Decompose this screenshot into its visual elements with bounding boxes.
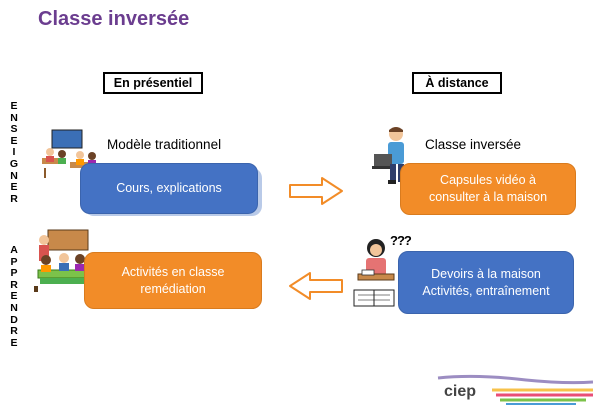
box-cours-explications: Cours, explications <box>80 163 258 214</box>
box-line: consulter à la maison <box>428 190 548 204</box>
caption-modele-traditionnel: Modèle traditionnel <box>107 137 222 152</box>
box-line: remédiation <box>140 281 206 296</box>
question-marks: ??? <box>390 233 412 248</box>
arrow-right-icon <box>289 177 343 205</box>
vertical-label-apprendre: A P P R E N D R E <box>10 244 18 349</box>
caption-classe-inversee: Classe inversée <box>425 137 522 152</box>
column-header-distance: À distance <box>412 72 502 94</box>
box-line: Activités, entraînement <box>422 283 550 298</box>
logo-text: ciep <box>444 383 476 400</box>
ciep-logo: ciep <box>437 374 593 405</box>
arrow-left-icon <box>289 272 343 300</box>
box-line: Capsules vidéo à <box>440 173 536 187</box>
box-line: Activités en classe <box>121 264 225 279</box>
box-activites-classe: Activités en classe remédiation <box>84 252 262 309</box>
column-header-presentiel: En présentiel <box>103 72 203 94</box>
vertical-label-enseigner: E N S E I G N E R <box>9 100 19 205</box>
box-devoirs-maison: Devoirs à la maison Activités, entraînem… <box>398 251 574 314</box>
page-title: Classe inversée <box>38 8 190 30</box>
student-homework-illustration <box>353 239 395 307</box>
box-capsules-video: Capsules vidéo à consulter à la maison <box>400 163 576 215</box>
box-line: Devoirs à la maison <box>431 266 541 281</box>
box-line: Cours, explications <box>116 181 222 195</box>
